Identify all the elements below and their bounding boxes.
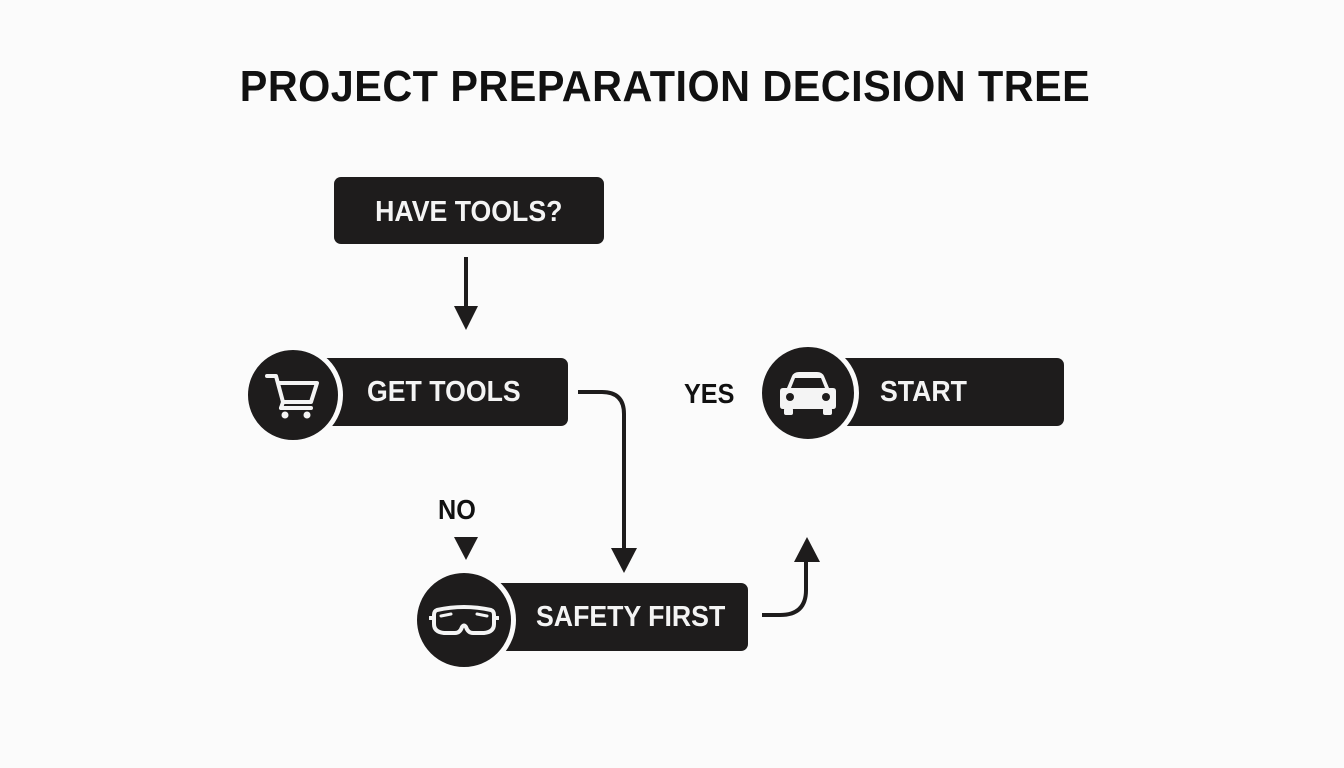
arrow-safety-first-to-start bbox=[762, 537, 820, 617]
edge-label-no: NO bbox=[438, 494, 476, 525]
node-start-icon-badge bbox=[757, 342, 859, 444]
edge-label-yes: YES bbox=[684, 378, 735, 409]
node-start-label: START bbox=[880, 375, 967, 408]
node-get-tools-label: GET TOOLS bbox=[367, 375, 521, 408]
arrow-get-tools-to-safety-first bbox=[578, 390, 637, 573]
node-get-tools-icon-badge bbox=[243, 345, 343, 445]
diagram-title: PROJECT PREPARATION DECISION TREE bbox=[239, 62, 1091, 111]
node-safety-first-label: SAFETY FIRST bbox=[536, 600, 726, 633]
arrow-have-tools-to-get-tools bbox=[454, 257, 478, 330]
node-safety-first[interactable]: SAFETY FIRST bbox=[470, 583, 748, 651]
node-have-tools[interactable]: HAVE TOOLS? bbox=[334, 177, 604, 244]
node-have-tools-label: HAVE TOOLS? bbox=[375, 196, 563, 228]
safety-goggles-icon bbox=[429, 605, 499, 635]
shopping-cart-icon bbox=[265, 374, 319, 419]
car-icon bbox=[780, 372, 836, 415]
node-safety-first-icon-badge bbox=[412, 568, 516, 672]
arrow-no bbox=[454, 537, 478, 560]
node-get-tools[interactable]: GET TOOLS bbox=[300, 358, 568, 426]
